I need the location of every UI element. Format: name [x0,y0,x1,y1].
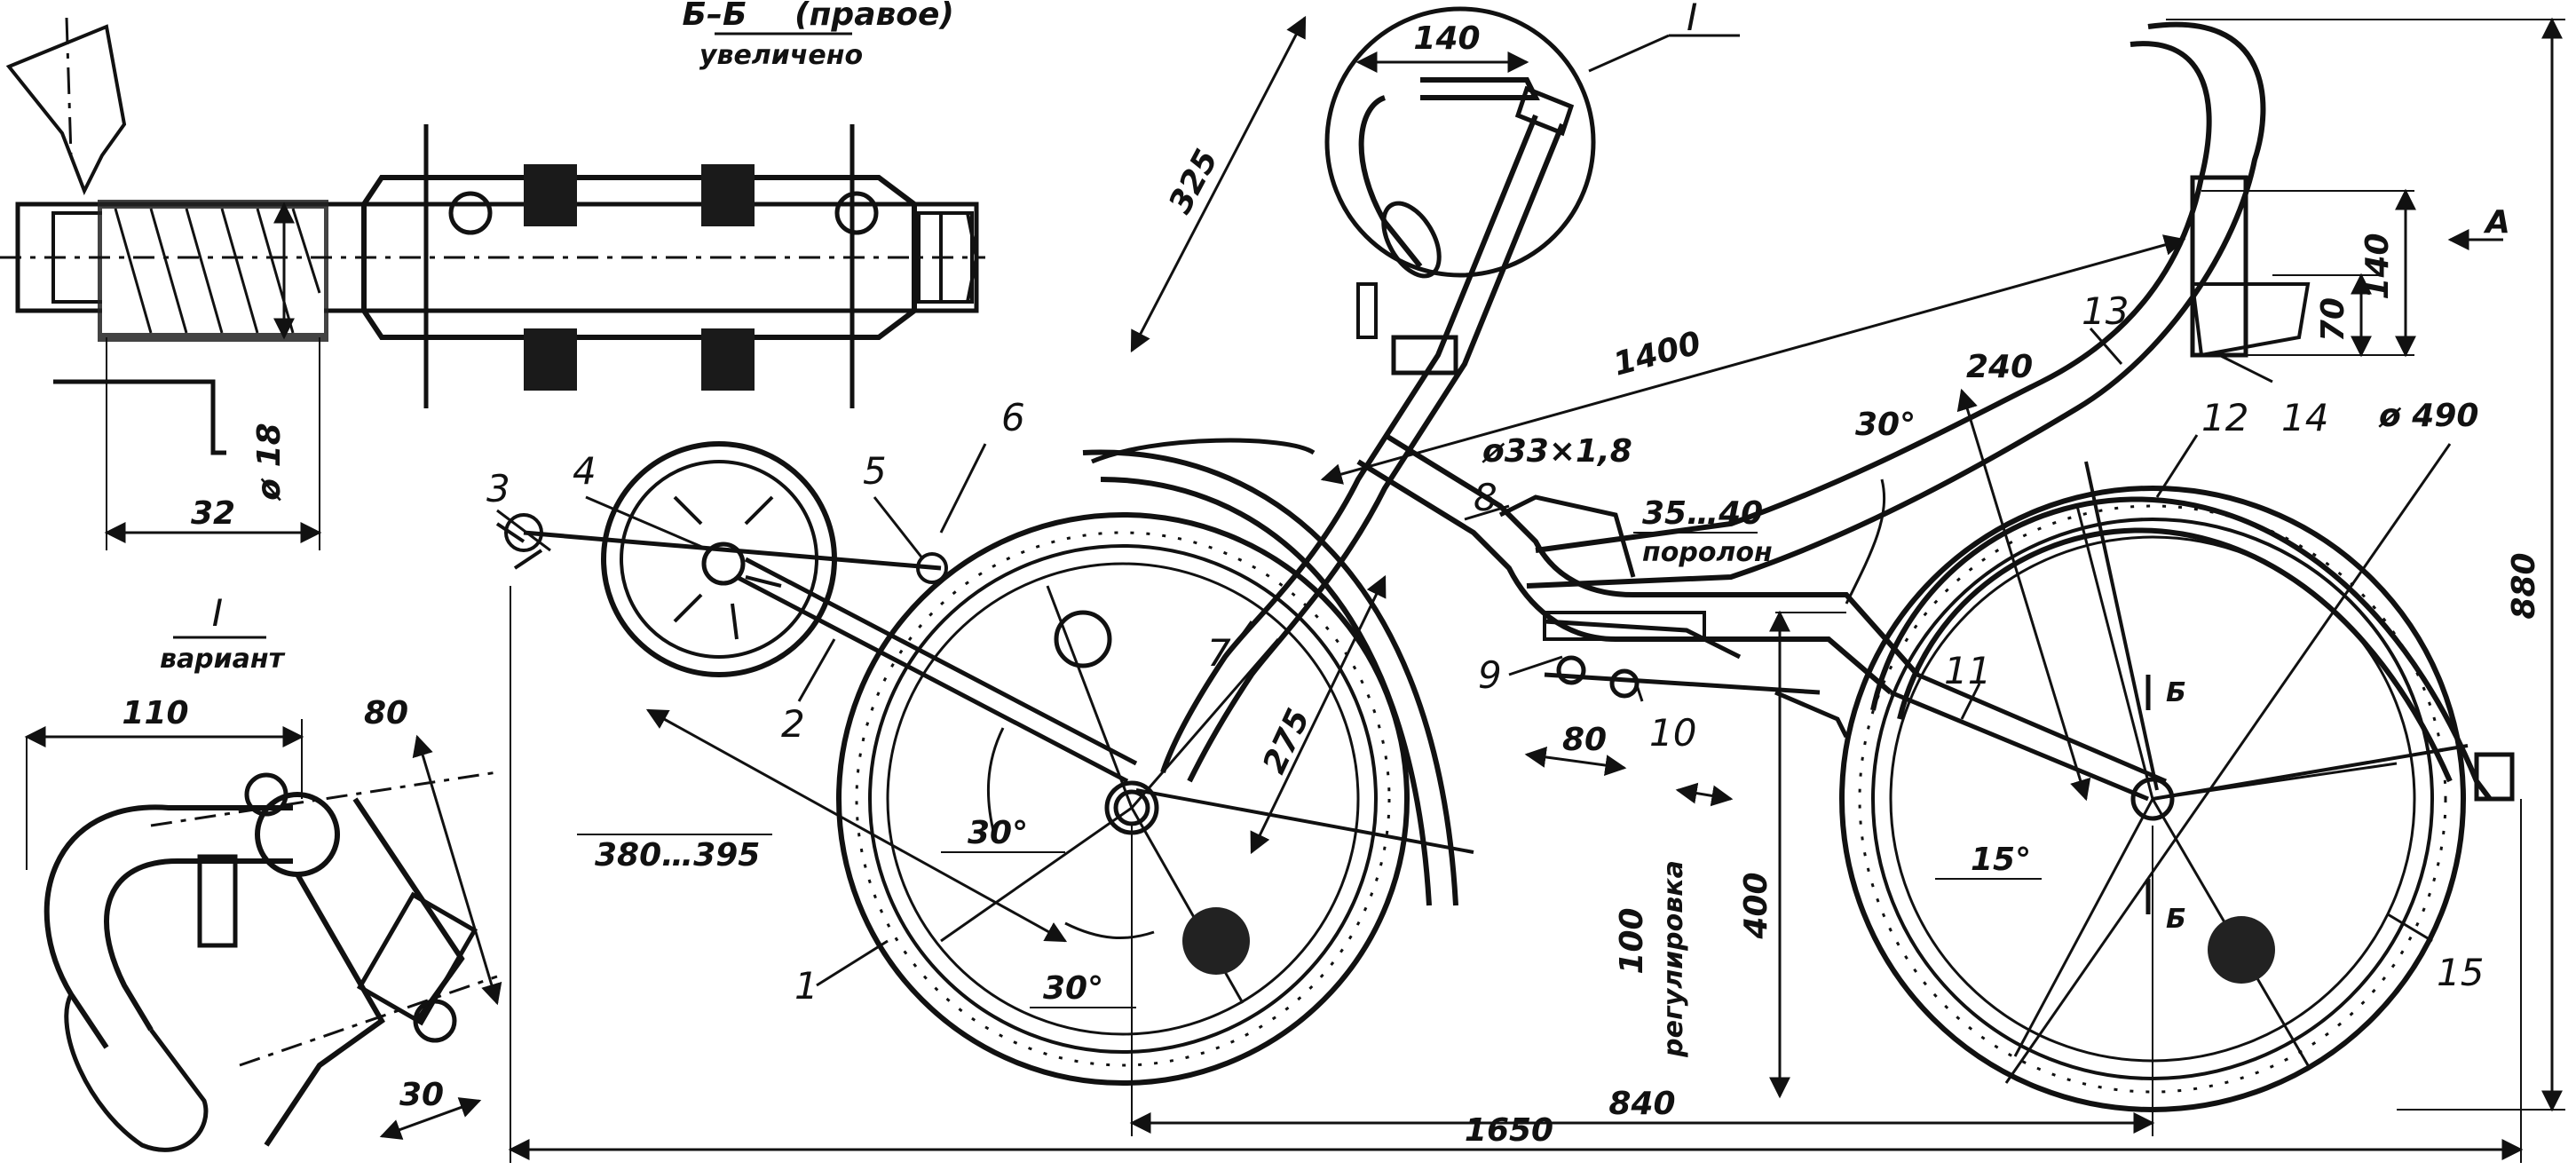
callout-6: 6 [1001,396,1025,439]
dim-foam-label: поролон [1642,537,1773,568]
dim-back-h2: 70 [2315,297,2351,342]
callout-13: 13 [2082,289,2129,333]
dim-wheelbase: 840 [1608,1086,1675,1122]
dim-80: 80 [1562,722,1607,758]
dim-back-h1: 140 [2359,233,2396,299]
section-title: Б–Б [683,0,747,33]
callout-2: 2 [781,702,805,746]
callout-1: 1 [794,964,818,1008]
callout-7: 7 [1207,631,1231,675]
callout-14: 14 [2281,396,2328,439]
handlebar-variant-view: I вариант 110 80 30 [24,591,502,1152]
section-mark-top: Б [2166,677,2186,708]
view-arrow-a: A [2483,204,2510,241]
angle-chain: 30° [1043,970,1103,1007]
callout-3: 3 [486,467,510,510]
callout-12: 12 [2201,396,2248,439]
variant-roman: I [212,591,223,635]
angle-fork: 30° [968,815,1028,851]
callout-9: 9 [1478,653,1502,697]
variant-label: вариант [160,644,286,675]
dim-handlebar-reach: 325 [1162,144,1225,220]
dim-axle-width: 32 [191,495,235,532]
dim-axle-diameter: ø 18 [251,423,288,501]
main-frame [1356,432,1920,739]
callout-10: 10 [1649,711,1696,755]
dim-crank-offset: 380…395 [595,837,760,874]
dim-seat-depth: 240 [1966,349,2033,385]
chainwheel [495,441,948,677]
detail-dim: 140 [1413,20,1480,57]
section-subtitle: увеличено [699,40,863,71]
dim-overall-height: 880 [2506,552,2542,619]
dim-overall-length: 1650 [1465,1112,1553,1149]
dim-adjust-label: регулировка [1658,860,1689,1058]
part-callouts: 1 2 3 4 5 6 7 8 9 10 11 12 13 14 15 [486,289,2484,1008]
callout-5: 5 [863,449,887,493]
front-wheel [836,449,1458,1086]
section-mark-bottom: Б [2166,904,2186,935]
dim-tube: ø33×1,8 [1482,433,1632,470]
variant-dim-c: 30 [399,1077,444,1113]
detail-circle: 140 I [1324,0,1740,279]
callout-4: 4 [573,449,597,493]
dim-seat-angle: 30° [1855,407,1916,443]
section-qualifier: (правое) [794,0,954,33]
bicycle-side-view [495,21,2515,1112]
hub-section-view: Б–Б (правое) увеличено ø 18 32 [0,0,985,550]
dim-frame-length: 1400 [1609,325,1704,383]
callout-8: 8 [1474,476,1497,519]
angle-rear: 15° [1971,842,2031,878]
detail-roman: I [1687,0,1697,39]
dim-adjust-value: 100 [1614,907,1650,974]
variant-dim-a: 110 [122,695,188,731]
callout-11: 11 [1944,649,1991,692]
rear-wheel [1839,486,2515,1112]
dim-seat-height: 400 [1738,872,1774,939]
callout-15: 15 [2437,951,2484,994]
dim-fork-length: 275 [1256,703,1317,779]
dim-wheel-diameter: ø 490 [2378,398,2478,434]
dim-foam-thickness: 35…40 [1642,495,1763,532]
variant-dim-b: 80 [364,695,408,731]
